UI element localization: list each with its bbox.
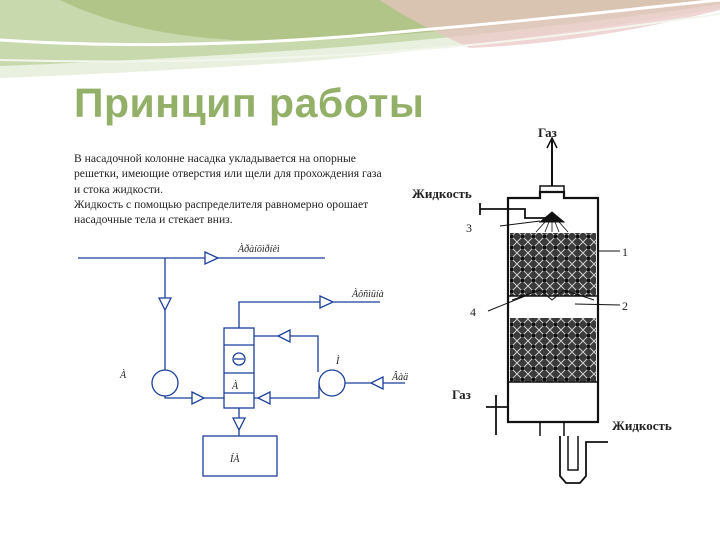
leader-2 xyxy=(574,303,621,306)
column-bottom-arrow xyxy=(231,417,247,432)
label-num-2: 2 xyxy=(622,299,628,313)
redistributor xyxy=(511,289,595,301)
label-gas-out: Газ xyxy=(538,125,557,140)
paragraph-2: Жидкость с помощью распределителя равном… xyxy=(74,197,369,227)
label-mid-line: Àôñìüíà xyxy=(351,288,384,300)
tank xyxy=(202,435,278,477)
label-num-1: 1 xyxy=(622,245,628,259)
label-tank: ÍÀ xyxy=(229,453,240,465)
right-input-arrow xyxy=(369,375,384,391)
gas-out-arrow xyxy=(546,136,558,149)
label-num-3: 3 xyxy=(466,221,472,235)
distributor xyxy=(538,211,566,223)
pump-right-arrow xyxy=(256,390,271,406)
slide-title: Принцип работы xyxy=(74,80,425,126)
return-line xyxy=(254,335,319,372)
top-pipe-arrow xyxy=(204,250,220,266)
label-liquid-in: Жидкость xyxy=(412,186,472,201)
label-liquid-out: Жидкость xyxy=(612,418,672,433)
leader-3 xyxy=(499,220,541,227)
column-top-arrow xyxy=(319,294,335,310)
label-pump-right: Ì xyxy=(335,355,340,367)
column-window xyxy=(232,352,246,366)
body-text: В насадочной колонне насадка укладываетс… xyxy=(74,151,389,227)
packing-bed-upper xyxy=(510,233,596,296)
label-column: À xyxy=(231,380,239,392)
paragraph-1: В насадочной колонне насадка укладываетс… xyxy=(74,152,382,196)
column-shell xyxy=(506,190,600,424)
label-pump-left: À xyxy=(119,369,127,381)
liquid-out-pipe xyxy=(559,436,608,484)
mini-column xyxy=(223,327,255,409)
label-gas-in: Газ xyxy=(452,387,471,402)
label-top-line: Àðàíöìðíèì xyxy=(237,243,280,255)
spray xyxy=(535,221,569,233)
branch-arrow xyxy=(157,297,173,312)
liquid-in-pipe xyxy=(480,208,548,219)
label-num-4: 4 xyxy=(470,305,476,319)
label-right-input: Âàä xyxy=(391,371,408,383)
pump-right-out xyxy=(254,383,320,399)
packing-bed-lower xyxy=(510,318,596,382)
return-arrow xyxy=(276,328,291,344)
pump-left-arrow xyxy=(191,390,206,406)
